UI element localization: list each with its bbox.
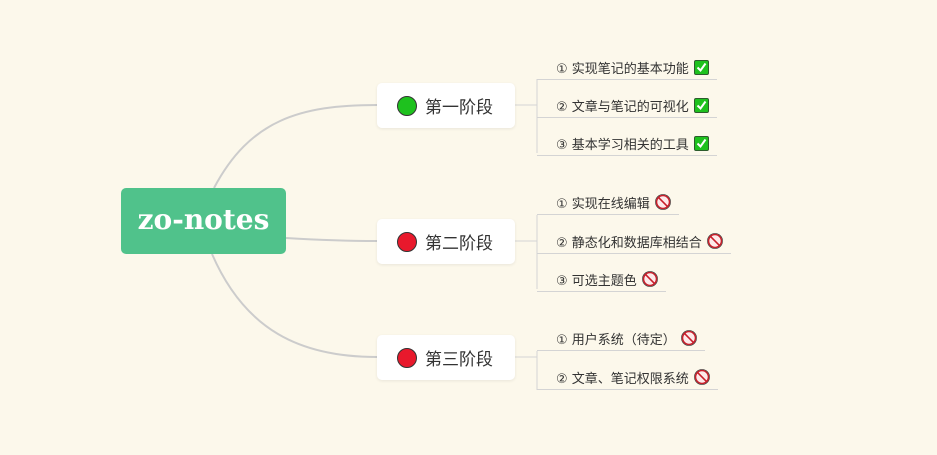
connector-phase1-items [515,79,538,153]
phase1-item-1[interactable]: ① 实现笔记的基本功能 [537,55,717,80]
connector-root-phase2 [285,237,378,242]
phase3-item-1[interactable]: ① 用户系统（待定） [537,326,705,351]
phase2-item-2[interactable]: ② 静态化和数据库相结合 [537,229,731,254]
phase1-item-3[interactable]: ③ 基本学习相关的工具 [537,131,717,156]
item-label: ③ 可选主题色 [556,273,637,289]
phase3-item-2[interactable]: ② 文章、笔记权限系统 [537,365,718,390]
connector-phase2-items [515,215,538,289]
phase2-item-3[interactable]: ③ 可选主题色 [537,267,666,292]
checkmark-icon [693,97,709,113]
item-label: ② 文章、笔记权限系统 [556,371,689,387]
status-dot-icon [397,231,417,252]
status-dot-icon [397,95,417,116]
phase2-item-1[interactable]: ① 实现在线编辑 [537,190,679,215]
prohibited-icon [693,369,710,385]
phase-node-3[interactable]: 第三阶段 [377,335,515,380]
item-label: ② 静态化和数据库相结合 [556,235,702,251]
phase-label: 第三阶段 [425,350,493,370]
root-label: zo-notes [137,202,270,236]
item-label: ① 用户系统（待定） [556,332,676,348]
prohibited-icon [641,271,658,287]
root-node[interactable]: zo-notes [121,188,286,254]
connector-root-phase3 [211,253,378,358]
item-label: ② 文章与笔记的可视化 [556,99,689,115]
prohibited-icon [706,233,723,249]
phase-label: 第一阶段 [425,98,493,118]
checkmark-icon [693,135,709,151]
phase-node-2[interactable]: 第二阶段 [377,219,515,264]
connector-phase3-items [515,351,538,390]
item-label: ① 实现在线编辑 [556,196,650,212]
phase1-item-2[interactable]: ② 文章与笔记的可视化 [537,93,717,118]
item-label: ③ 基本学习相关的工具 [556,137,689,153]
prohibited-icon [654,194,671,210]
prohibited-icon [680,330,697,346]
status-dot-icon [397,347,417,368]
connector-root-phase1 [213,104,378,189]
phase-label: 第二阶段 [425,234,493,254]
checkmark-icon [693,59,709,75]
phase-node-1[interactable]: 第一阶段 [377,83,515,128]
item-label: ① 实现笔记的基本功能 [556,61,689,77]
